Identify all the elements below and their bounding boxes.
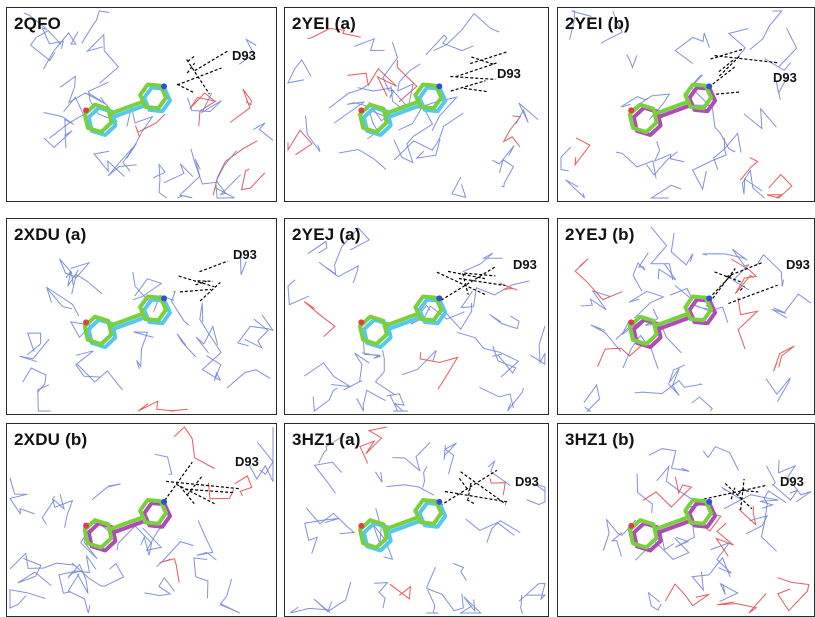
structure-view — [23, 10, 274, 199]
panel-title: 3HZ1 (b) — [565, 430, 635, 449]
protein-wireframe — [574, 226, 812, 412]
panel-3hz1-b: 3HZ1 (b) D93 — [557, 423, 815, 617]
panel-title: 2YEJ (a) — [292, 225, 361, 244]
residue-label: D93 — [773, 70, 797, 85]
panel-title: 2YEI (a) — [292, 14, 356, 33]
panel-title: 2YEI (b) — [565, 14, 630, 33]
protein-wireframe — [9, 426, 274, 614]
ligand-sticks — [358, 498, 448, 553]
hydrogen-bonds — [439, 469, 510, 507]
residue-label: D93 — [513, 257, 537, 272]
structure-view — [9, 426, 274, 614]
protein-wireframe — [23, 10, 274, 199]
hydrogen-bonds — [161, 461, 240, 505]
protein-wireframe — [19, 255, 275, 412]
hydrogen-bonds — [703, 478, 767, 511]
hydrogen-bonds — [710, 48, 778, 96]
panel-title: 2XDU (b) — [14, 430, 88, 449]
structure-view — [560, 10, 798, 199]
structure-view — [287, 227, 546, 412]
panel-title: 3HZ1 (a) — [292, 430, 361, 449]
structure-view — [287, 12, 539, 199]
protein-wireframe — [560, 10, 798, 199]
hydrogen-bonds — [450, 51, 508, 93]
ligand-sticks — [627, 498, 718, 553]
panel-title: 2YEJ (b) — [565, 225, 635, 244]
residue-label: D93 — [497, 66, 521, 81]
hydrogen-bonds — [178, 260, 229, 302]
ligand-sticks — [358, 294, 448, 350]
residue-label: D93 — [786, 257, 810, 272]
protein-wireframe — [287, 227, 546, 412]
panel-2xdu-b: 2XDU (b) D93 — [6, 423, 277, 617]
ligand-sticks — [627, 82, 718, 137]
panel-title: 2QFO — [14, 14, 62, 33]
structure-view — [19, 255, 275, 412]
structure-view — [574, 226, 812, 412]
panel-2yej-a: 2YEJ (a) D93 — [284, 218, 549, 415]
protein-wireframe — [287, 12, 539, 199]
protein-wireframe — [290, 426, 547, 614]
panel-2yei-a: 2YEI (a) D93 — [284, 7, 549, 202]
protein-wireframe — [602, 446, 812, 614]
panel-2yei-b: 2YEI (b) D93 — [557, 7, 815, 202]
panel-3hz1-a: 3HZ1 (a) D93 — [284, 423, 549, 617]
residue-label: D93 — [232, 48, 256, 63]
ligand-sticks — [627, 294, 718, 350]
residue-label: D93 — [233, 247, 257, 262]
residue-label: D93 — [235, 454, 259, 469]
panel-title: 2XDU (a) — [14, 225, 87, 244]
hydrogen-bonds — [176, 50, 229, 95]
ligand-sticks — [82, 82, 172, 137]
structure-view — [602, 446, 812, 614]
residue-label: D93 — [780, 474, 804, 489]
hydrogen-bonds — [705, 262, 778, 307]
panel-2qfo: 2QFO D93 — [6, 7, 277, 202]
residue-label: D93 — [515, 474, 539, 489]
structure-view — [290, 426, 547, 614]
ligand-sticks — [82, 294, 172, 350]
ligand-sticks — [358, 82, 448, 137]
ligand-sticks — [82, 498, 172, 553]
hydrogen-bonds — [436, 266, 506, 304]
panel-2yej-b: 2YEJ (b) D93 — [557, 218, 815, 415]
panel-2xdu-a: 2XDU (a) D93 — [6, 218, 277, 415]
